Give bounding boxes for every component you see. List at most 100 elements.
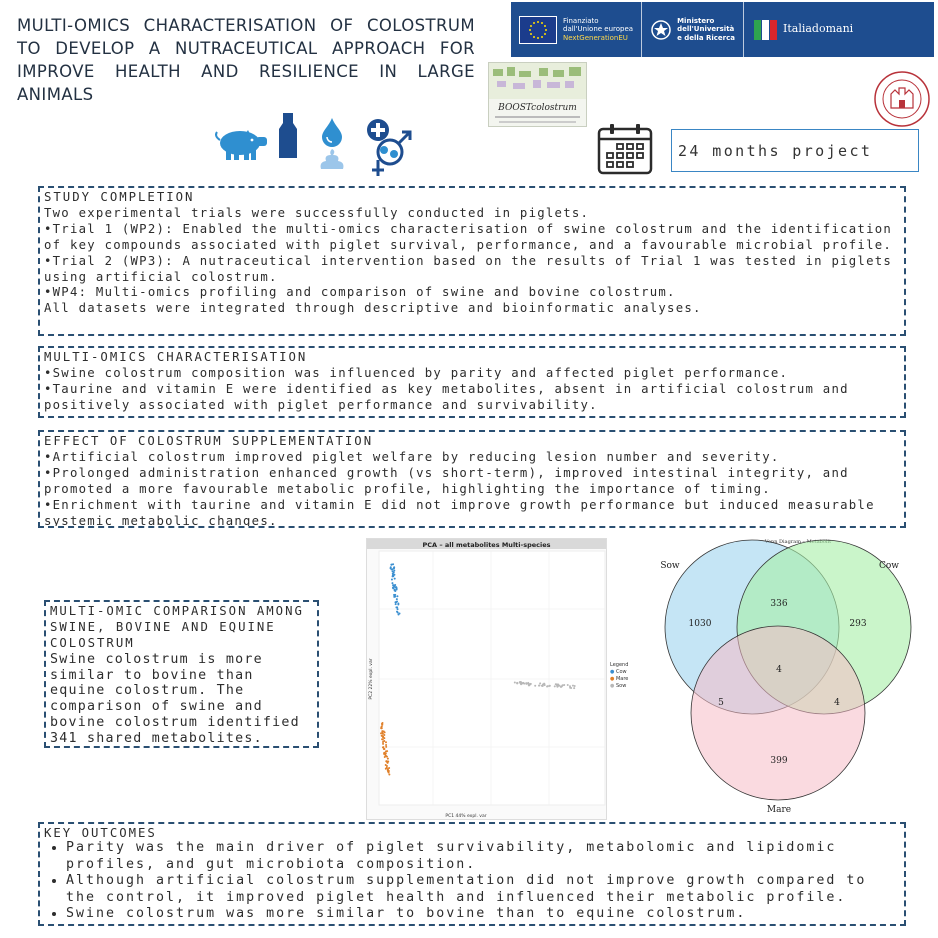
pca-point-mare — [388, 773, 391, 776]
pca-plot: PCA – all metabolites Multi-species PC1 … — [366, 538, 607, 820]
pca-point-mare — [385, 766, 388, 769]
eu-logo: Finanziato dall'Unione europea NextGener… — [511, 2, 641, 57]
legend-text-sow: Sow — [615, 683, 627, 689]
project-logo: BOOSTcolostrum — [488, 62, 587, 127]
pca-point-cow — [395, 606, 398, 609]
ministry-text-1: Ministero — [677, 16, 715, 25]
pca-point-mare — [383, 739, 386, 742]
venn-sow-label: Sow — [660, 561, 680, 571]
pca-point-mare — [382, 742, 385, 745]
key-outcomes-heading: KEY OUTCOMES — [44, 826, 157, 840]
pca-point-cow — [397, 613, 400, 616]
study-completion-heading: STUDY COMPLETION — [44, 190, 195, 204]
multi-omics-line: •Taurine and vitamin E were identified a… — [44, 381, 849, 412]
pca-point-sow — [563, 683, 566, 686]
italiadomani-icon — [754, 19, 778, 40]
pca-point-cow — [393, 569, 396, 572]
pca-point-sow — [513, 681, 516, 684]
pca-point-cow — [389, 566, 392, 569]
ministry-text-2: dell'Università — [677, 25, 735, 34]
pca-title: PCA – all metabolites Multi-species — [423, 541, 551, 549]
eu-text-2: dall'Unione europea — [563, 25, 634, 34]
ministry-emblem-icon — [651, 19, 671, 40]
calendar-icon — [597, 124, 653, 175]
venn-all: 4 — [776, 665, 782, 675]
pca-legend: Legend ● Cow ● Mare ● Sow — [610, 662, 628, 690]
pca-point-mare — [382, 746, 385, 749]
pca-point-sow — [570, 686, 573, 689]
pca-point-cow — [395, 598, 398, 601]
pca-point-cow — [390, 578, 393, 581]
pca-point-cow — [393, 584, 396, 587]
venn-title: Venn Diagram – Metabolit — [764, 539, 831, 545]
key-outcome-item: Swine colostrum was more similar to bovi… — [66, 906, 900, 923]
pca-point-sow — [528, 684, 531, 687]
pca-point-sow — [573, 687, 576, 690]
pca-point-sow — [527, 681, 530, 684]
supplementation-line: •Enrichment with taurine and vitamin E d… — [44, 497, 875, 528]
pca-point-cow — [397, 602, 400, 605]
venn-mare-circle — [690, 625, 866, 801]
pca-point-sow — [523, 682, 526, 685]
pca-point-mare — [381, 721, 384, 724]
supplementation-box: EFFECT OF COLOSTRUM SUPPLEMENTATION •Art… — [38, 430, 906, 528]
pca-point-cow — [393, 573, 396, 576]
pca-point-sow — [541, 683, 544, 686]
project-logo-graphic — [489, 63, 586, 99]
project-duration-box: 24 months project — [671, 129, 919, 172]
pca-point-cow — [392, 571, 395, 574]
pca-point-sow — [539, 682, 542, 685]
pca-point-mare — [380, 727, 383, 730]
comparison-body: Swine colostrum is more similar to bovin… — [50, 651, 300, 746]
pca-point-sow — [525, 682, 528, 685]
pca-point-sow — [548, 684, 551, 687]
pca-point-sow — [556, 685, 559, 688]
pca-point-cow — [396, 608, 399, 611]
pca-point-cow — [394, 601, 397, 604]
poster-title: MULTI-OMICS CHARACTERISATION OF COLOSTRU… — [17, 16, 475, 104]
pca-point-cow — [391, 575, 394, 578]
pca-point-sow — [558, 684, 561, 687]
legend-dot-sow: ● — [610, 683, 615, 689]
pca-point-sow — [569, 685, 572, 688]
project-logo-text: BOOSTcolostrum — [498, 103, 577, 113]
pca-point-sow — [519, 680, 522, 683]
pca-point-sow — [516, 682, 519, 685]
pca-legend-heading: Legend — [610, 662, 629, 668]
study-completion-line: •Trial 2 (WP3): A nutraceutical interven… — [44, 253, 893, 284]
pca-point-sow — [560, 685, 563, 688]
ministry-text-3: e della Ricerca — [677, 33, 736, 42]
pca-y-label: PC2 22% expl. var — [368, 658, 374, 699]
venn-sow-mare: 5 — [718, 698, 724, 708]
pca-point-cow — [393, 566, 396, 569]
study-completion-line: •WP4: Multi-omics profiling and comparis… — [44, 285, 676, 300]
water-drop-icon — [322, 118, 342, 147]
multi-omics-box: MULTI-OMICS CHARACTERISATION •Swine colo… — [38, 346, 906, 418]
funding-banner: Finanziato dall'Unione europea NextGener… — [511, 2, 934, 57]
venn-only-cow: 293 — [849, 619, 866, 629]
pca-point-mare — [386, 750, 389, 753]
pca-point-mare — [385, 745, 388, 748]
pca-point-mare — [385, 755, 388, 758]
venn-only-sow: 1030 — [689, 619, 712, 629]
pca-point-mare — [382, 747, 385, 750]
comparison-heading: MULTI-OMIC COMPARISON AMONG SWINE, BOVIN… — [50, 604, 304, 650]
pca-point-mare — [380, 734, 383, 737]
pca-point-cow — [396, 610, 399, 613]
pca-point-mare — [387, 769, 390, 772]
legend-text-cow: Cow — [615, 669, 627, 675]
pca-point-cow — [395, 588, 398, 591]
pca-point-cow — [393, 593, 396, 596]
pca-point-mare — [380, 732, 383, 735]
legend-dot-cow: ● — [610, 669, 615, 675]
ministry-logo: Ministero dell'Università e della Ricerc… — [641, 2, 743, 57]
pca-point-mare — [383, 751, 386, 754]
project-duration-text: 24 months project — [678, 141, 873, 160]
italiadomani-text: Italiadomani — [783, 22, 854, 36]
study-completion-box: STUDY COMPLETION Two experimental trials… — [38, 186, 906, 336]
pca-point-sow — [571, 684, 574, 687]
comparison-box: MULTI-OMIC COMPARISON AMONG SWINE, BOVIN… — [44, 600, 319, 748]
legend-text-mare: Mare — [615, 676, 629, 682]
eu-text-3: NextGenerationEU — [563, 33, 628, 42]
pca-point-mare — [381, 731, 384, 734]
